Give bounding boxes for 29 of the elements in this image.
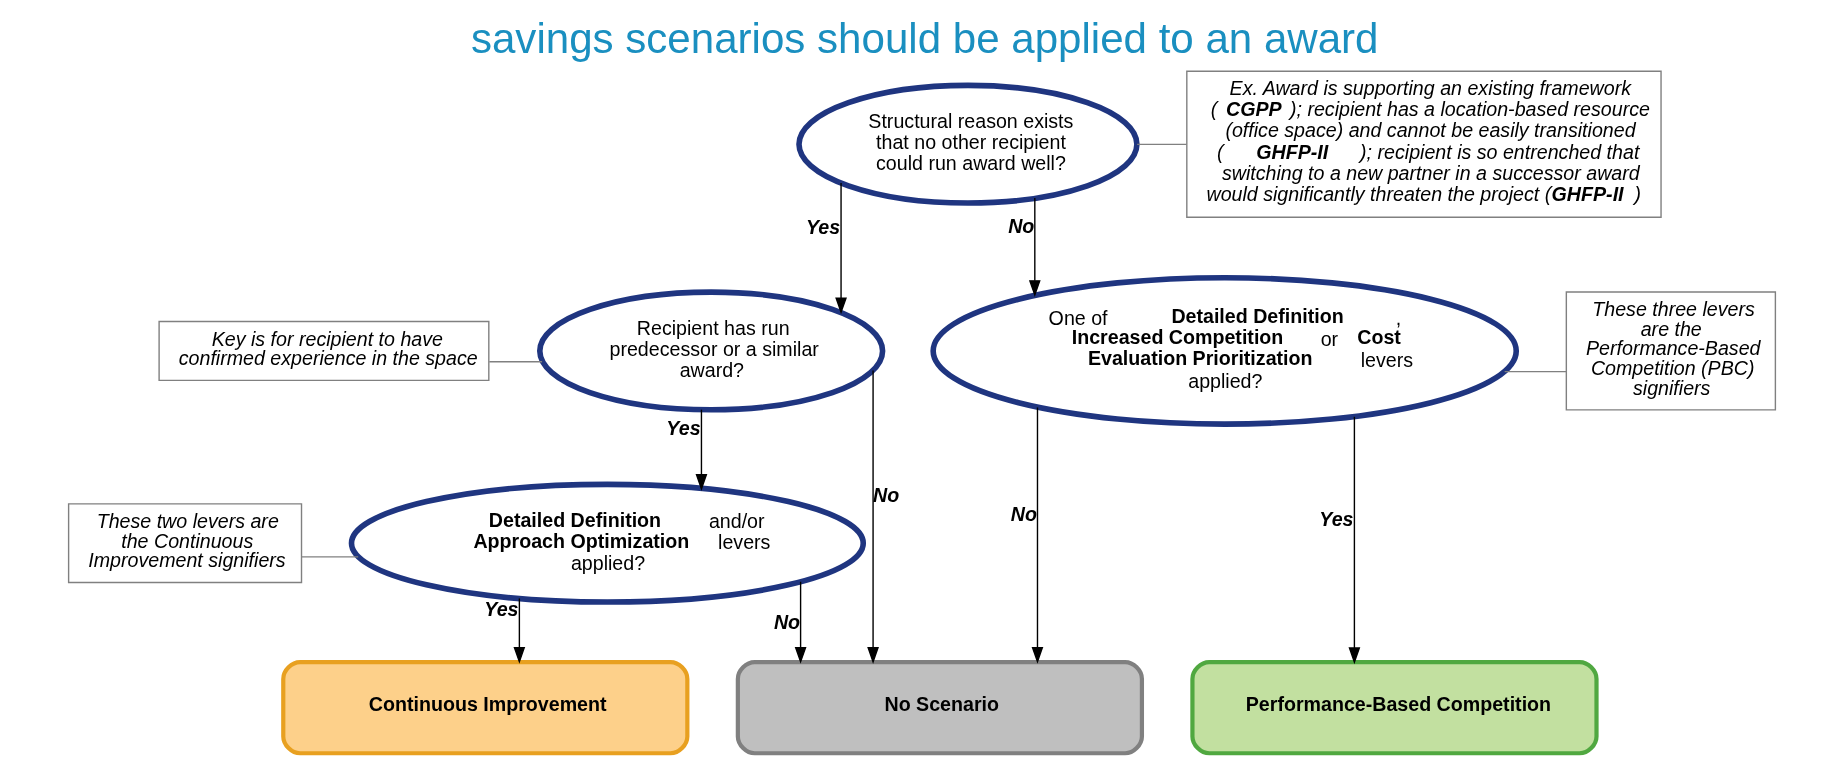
arrow: [695, 408, 708, 491]
edge-label: Yes: [1319, 507, 1354, 530]
connector: [1136, 143, 1188, 146]
node-ellipse: Recipient has run predecessor or a similar award?: [537, 289, 886, 413]
connector: [488, 361, 543, 363]
edge-label: No: [773, 611, 801, 634]
node-box: These three levers are the Performance-Based Competition (PBC) signifiers: [1565, 291, 1777, 411]
node-box: Continuous Improvement: [281, 659, 690, 756]
node-box: Key is for recipient to have confirmed experience in the space: [158, 320, 490, 382]
node-box: Ex. Award is supporting an existing framework (CGPP); recipient has a location-based resource (office space) and cannot be easily transitioned (GHFP-II); recipient is so entrenched that switching to a new partner in a successor award would significantly threaten the project (GHFP-II): [1186, 70, 1662, 218]
diagram-title: savings scenarios should be applied to an award: [470, 15, 1379, 63]
edge-label: No: [1010, 502, 1037, 525]
node-ellipse: One of Detailed Definition, Increased Competition or Cost Evaluation Prioritization levers applied?: [930, 274, 1520, 427]
node-box: These two levers are the Continuous Improvement signifiers: [67, 503, 303, 584]
connector: [300, 556, 359, 558]
node-box: No Scenario: [735, 659, 1145, 756]
edge-label: Yes: [666, 417, 701, 440]
node-box: Performance-Based Competition: [1190, 659, 1599, 756]
node-ellipse: Structural reason exists that no other recipient could run award well?: [796, 82, 1140, 206]
arrow: [794, 581, 807, 664]
arrow: [867, 369, 879, 664]
arrow: [1028, 197, 1041, 297]
connector: [1503, 370, 1567, 373]
edge-label: No: [1008, 214, 1035, 237]
arrow: [513, 597, 526, 664]
arrow: [1348, 416, 1361, 665]
arrow: [835, 182, 847, 315]
arrow: [1031, 406, 1044, 664]
edge-label: Yes: [805, 215, 841, 238]
